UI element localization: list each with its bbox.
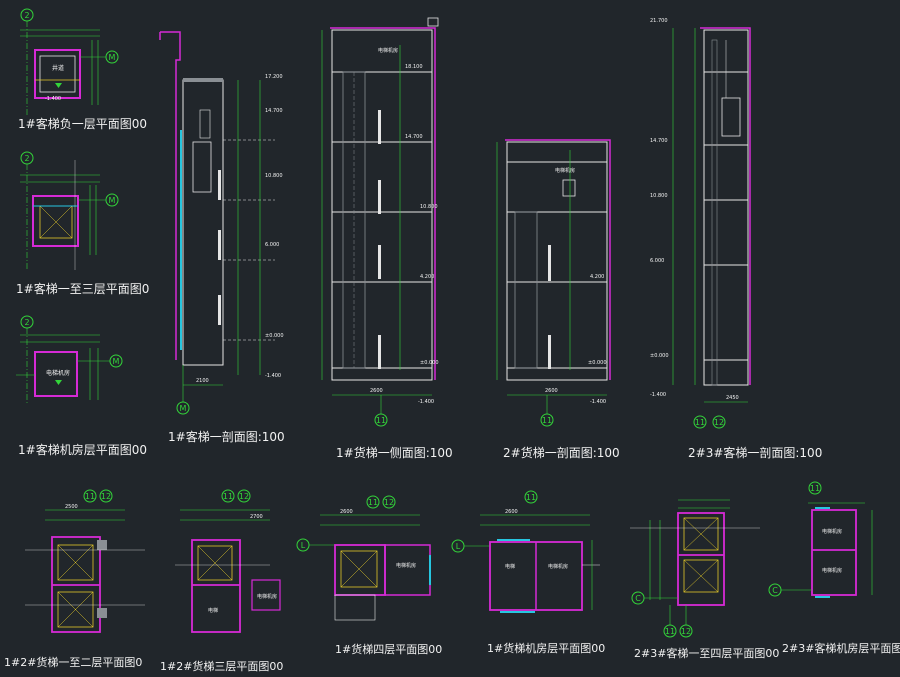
plan-13-passenger-machine: 11 电梯机房 电梯机房 C	[768, 481, 873, 598]
elev-label: ±0.000	[265, 333, 284, 339]
axis-11-label: 11	[526, 493, 536, 502]
axis-m-label: M	[109, 196, 116, 205]
elev-label: ±0.000	[420, 360, 439, 366]
axis-2-label: 2	[24, 11, 29, 20]
axis-12-label: 12	[681, 627, 691, 636]
plan-8-freight-1-2: 11 12 2500	[25, 489, 145, 633]
elev-label: -1.400	[45, 96, 61, 102]
plan-3-machine-room: 2 电梯机房 M	[16, 315, 123, 405]
room-label: 电梯机房	[822, 528, 842, 535]
dim-label: 2100	[196, 378, 209, 384]
caption-plan-2: 1#客梯一至三层平面图0	[16, 282, 150, 296]
caption-section-1: 1#客梯一剖面图:100	[168, 430, 285, 444]
room-label: 电梯机房	[378, 47, 398, 54]
section-1-passenger: 17.200 14.700 10.800 6.000 ±0.000 -1.400…	[159, 31, 284, 415]
elev-label: -1.400	[590, 399, 606, 405]
caption-plan-1: 1#客梯负一层平面图00	[18, 117, 147, 131]
elev-label: 4.200	[590, 274, 604, 280]
axis-m-label: M	[180, 404, 187, 413]
axis-12-label: 12	[384, 498, 394, 507]
caption-plan-13: 2#3#客梯机房层平面图00	[782, 642, 900, 655]
elev-label: -1.400	[650, 392, 666, 398]
axis-2-label: 2	[24, 318, 29, 327]
elev-label: ±0.000	[588, 360, 607, 366]
room-label: 电梯机房	[548, 563, 568, 570]
caption-plan-3: 1#客梯机房层平面图00	[18, 443, 147, 457]
section-4-passenger-2-3: 21.700 14.700 10.800 6.000 ±0.000 -1.400…	[650, 18, 751, 429]
room-label: 电梯机房	[396, 562, 416, 569]
caption-section-3: 2#货梯一剖面图:100	[503, 446, 620, 460]
elev-label: 21.700	[650, 18, 668, 24]
elev-label: 6.000	[265, 242, 279, 248]
elev-label: -1.400	[265, 373, 281, 379]
elev-label: -1.400	[418, 399, 434, 405]
plan-10-freight-4: 11 12 L 2600 电梯机房	[296, 495, 431, 621]
caption-plan-9: 1#2#货梯三层平面图00	[160, 660, 284, 673]
caption-section-2: 1#货梯一侧面图:100	[336, 446, 453, 460]
elev-label: ±0.000	[650, 353, 669, 359]
room-label: 电梯机房	[257, 593, 277, 600]
elev-label: 14.700	[650, 138, 668, 144]
section-2-freight: 电梯机房 18.100 14.700 10.800 4.200 ±0.000 -…	[321, 17, 439, 427]
axis-m-label: M	[109, 53, 116, 62]
elev-label: 17.200	[265, 74, 283, 80]
axis-m-label: M	[113, 357, 120, 366]
axis-11-label: 11	[542, 416, 552, 425]
room-label: 井道	[52, 64, 64, 72]
caption-plan-10: 1#货梯四层平面图00	[335, 643, 443, 656]
caption-plan-12: 2#3#客梯一至四层平面图00	[634, 647, 780, 660]
axis-c-label: C	[635, 594, 641, 603]
plan-12-passenger-2-3: C 11 12	[630, 499, 760, 638]
plan-1-basement: 2 井道 M -1.400	[20, 8, 119, 115]
dim-label: 2700	[250, 514, 263, 520]
plan-11-freight-machine: 11 L 2600 电梯 电梯机房	[451, 490, 600, 613]
room-label: 电梯	[208, 607, 218, 614]
axis-11-label: 11	[695, 418, 705, 427]
dim-label: 2500	[65, 504, 78, 510]
axis-11-label: 11	[810, 484, 820, 493]
axis-l-label: L	[456, 542, 461, 551]
dim-label: 2600	[370, 388, 383, 394]
axis-11-label: 11	[368, 498, 378, 507]
dim-label: 2600	[340, 509, 353, 515]
elev-label: 10.800	[650, 193, 668, 199]
room-label: 电梯机房	[555, 167, 575, 174]
room-label: 电梯机房	[822, 567, 842, 574]
elev-label: 14.700	[405, 134, 423, 140]
section-3-freight-2: 电梯机房 4.200 ±0.000 -1.400 2600 11	[496, 139, 611, 427]
axis-12-label: 12	[714, 418, 724, 427]
axis-11-label: 11	[376, 416, 386, 425]
axis-11-label: 11	[223, 492, 233, 501]
axis-11-label: 11	[85, 492, 95, 501]
caption-plan-11: 1#货梯机房层平面图00	[487, 642, 606, 655]
caption-section-4: 2#3#客梯一剖面图:100	[688, 446, 823, 460]
axis-c-label: C	[772, 586, 778, 595]
room-label: 电梯	[505, 563, 515, 570]
dim-label: 2600	[505, 509, 518, 515]
elev-label: 10.800	[420, 204, 438, 210]
room-label: 电梯机房	[46, 369, 70, 377]
plan-9-freight-3: 11 12 2700 电梯 电梯机房	[175, 489, 281, 633]
elev-label: 10.800	[265, 173, 283, 179]
dim-label: 2450	[726, 395, 739, 401]
axis-12-label: 12	[239, 492, 249, 501]
caption-plan-8: 1#2#货梯一至二层平面图0	[4, 656, 143, 669]
elev-label: 18.100	[405, 64, 423, 70]
axis-l-label: L	[301, 541, 306, 550]
elev-label: 14.700	[265, 108, 283, 114]
dim-label: 2600	[545, 388, 558, 394]
plan-2-floors-1-3: 2 M	[20, 151, 119, 270]
elev-label: 4.200	[420, 274, 434, 280]
axis-11-label: 11	[665, 627, 675, 636]
axis-2-label: 2	[24, 154, 29, 163]
elev-label: 6.000	[650, 258, 664, 264]
axis-12-label: 12	[101, 492, 111, 501]
